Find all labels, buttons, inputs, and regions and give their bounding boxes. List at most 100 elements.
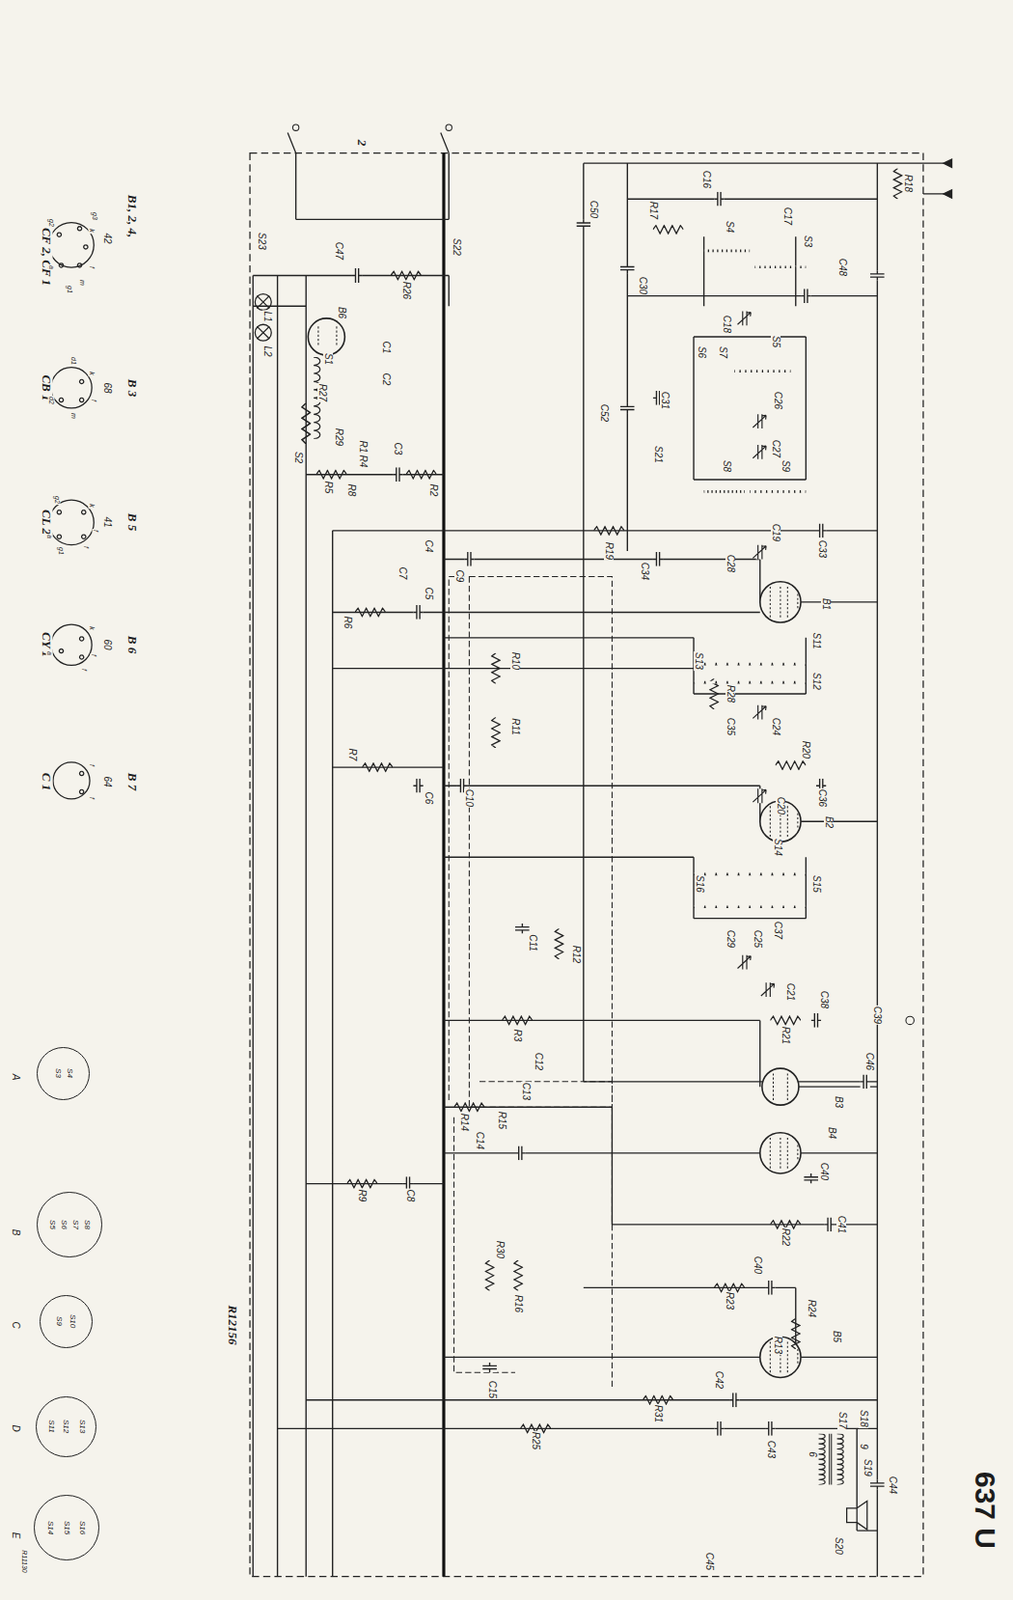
capacitor-symbol (870, 270, 885, 281)
part-label: 6 (807, 1450, 818, 1458)
part-label: R5 (323, 480, 333, 495)
part-label: C21 (785, 982, 795, 1002)
coil-symbol (693, 662, 806, 670)
coil-symbol (704, 490, 745, 497)
part-label: C10 (464, 788, 474, 808)
part-label: S7 (717, 345, 728, 359)
part-label: B3 (833, 1095, 844, 1109)
capacitor-symbol (575, 219, 591, 230)
part-label: B4 (826, 1125, 837, 1140)
pin-name: g1 (57, 546, 65, 556)
part-label: C43 (766, 1438, 776, 1458)
part-label: C14 (474, 1130, 485, 1150)
resistor-symbol (361, 763, 393, 771)
coil-label: S4 (64, 1067, 73, 1078)
pin-name: k (88, 503, 96, 510)
pin-name: f (82, 545, 89, 549)
coil-base-diagram: S14S15S16 (33, 1494, 100, 1561)
capacitor-symbol (765, 1280, 776, 1295)
part-label: R31 (653, 1402, 663, 1423)
shield-lines (448, 575, 612, 1388)
part-label: R3 (512, 1028, 522, 1043)
part-label: B2 (823, 815, 834, 829)
part-label: C26 (772, 389, 783, 410)
coil-symbol (734, 369, 791, 377)
part-label: R19 (603, 541, 614, 561)
resistor-symbol (642, 1396, 674, 1404)
part-label: C6 (423, 790, 434, 805)
coil-symbol (837, 1433, 845, 1485)
heading-label: B 5 (126, 512, 139, 532)
pin-name: R11130 (21, 1548, 28, 1573)
variable-capacitor (738, 311, 752, 327)
part-label: C18 (721, 314, 732, 334)
part-label: C38 (819, 989, 829, 1010)
part-label: C4 (423, 538, 434, 553)
variable-capacitor (761, 982, 775, 997)
variable-capacitor (752, 788, 767, 803)
coil-label: S3 (54, 1067, 62, 1078)
resistor-symbol (893, 167, 902, 199)
capacitor-symbol (482, 1362, 497, 1373)
coil-symbol (693, 873, 806, 880)
part-label: R27 (317, 383, 328, 403)
part-label: C52 (599, 403, 609, 423)
pin-name: k (88, 626, 96, 632)
coil-symbol (754, 265, 806, 273)
part-label: S16 (694, 874, 705, 894)
part-label: 9 (858, 1443, 869, 1452)
part-label: R2 (428, 482, 439, 497)
lamp-symbol (254, 294, 272, 311)
terminal-symbol (905, 1015, 914, 1024)
capacitor-symbol (412, 604, 424, 620)
part-label: S14 (772, 837, 783, 857)
part-label: S13 (693, 651, 704, 671)
coil-base-diagram: S3S4 (36, 1046, 90, 1100)
part-label: R23 (724, 1290, 735, 1311)
coil-label: S13 (78, 1419, 86, 1433)
capacitor-symbol (816, 522, 827, 538)
part-label: R24 (806, 1297, 817, 1317)
part-label: S18 (858, 1408, 869, 1428)
part-label: S9 (780, 459, 791, 473)
pin-name: a (47, 264, 55, 271)
pin-name: g2 (47, 218, 55, 228)
part-label: C31 (659, 389, 670, 410)
pin-name: f (92, 528, 100, 533)
part-label: B5 (831, 1329, 842, 1343)
part-label: C13 (520, 1081, 531, 1101)
coil-label: S5 (48, 1219, 56, 1230)
resistor-symbol (653, 225, 685, 234)
part-label: R30 (494, 1239, 505, 1260)
part-label: C40 (752, 1255, 763, 1275)
chassis-rail (441, 153, 445, 1577)
part-label: C24 (770, 716, 781, 737)
coil-symbol (704, 249, 751, 257)
part-label: C36 (817, 788, 827, 808)
resistor-symbol (485, 1259, 493, 1291)
part-label: C46 (864, 1051, 875, 1071)
tube-symbol (307, 318, 345, 356)
part-label: C25 (752, 929, 763, 949)
part-label: C7 (397, 566, 408, 581)
coil-symbol (819, 1433, 826, 1485)
pin-name: g1 (65, 284, 73, 295)
part-label: 60 (102, 638, 112, 652)
part-label: R22 (780, 1226, 791, 1246)
part-label: S11 (811, 631, 822, 651)
part-label: R17 (648, 200, 658, 220)
part-label: C42 (713, 1368, 724, 1389)
heading-label: 2 (355, 138, 369, 148)
part-label: R4 (357, 454, 368, 469)
tubes (307, 318, 801, 1378)
capacitor-symbol (392, 466, 404, 482)
capacitor-symbol (515, 1145, 526, 1160)
part-label: C16 (701, 169, 712, 190)
pin-name: f (90, 653, 98, 658)
wiring (252, 153, 944, 1577)
resistor-symbol (406, 469, 438, 478)
pin-name: f (88, 763, 96, 767)
resistor-symbol (301, 403, 310, 444)
part-label: R6 (342, 615, 353, 630)
